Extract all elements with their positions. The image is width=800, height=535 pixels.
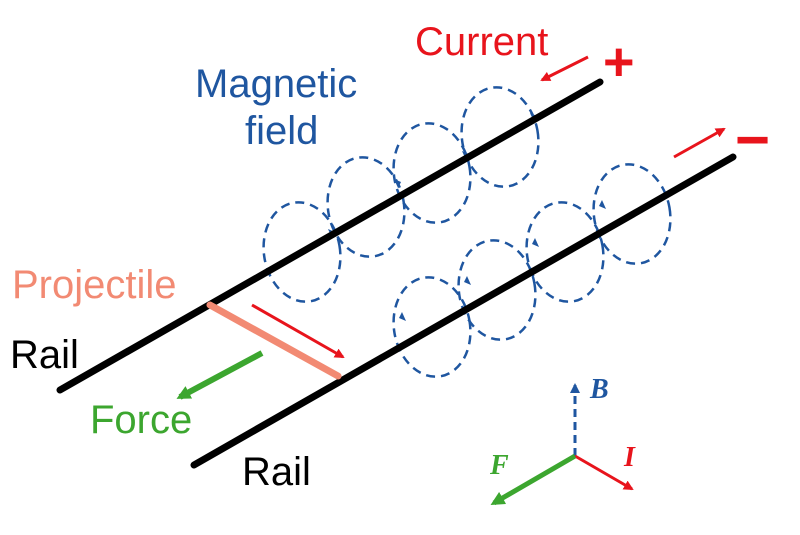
- axis-i-arrow: [574, 454, 634, 491]
- current-arrow-out: [673, 127, 726, 159]
- rail-top-label: Rail: [10, 333, 79, 377]
- current-arrow-in: [540, 55, 589, 82]
- field-loop: [592, 163, 672, 265]
- field-loop: [326, 156, 406, 258]
- axis-f-arrow: [490, 453, 577, 506]
- force-label: Force: [90, 398, 192, 442]
- axis-i-label: I: [623, 442, 636, 473]
- magnetic-field-label-line1: Magnetic: [195, 62, 357, 106]
- axis-triad: [490, 383, 634, 506]
- top-rail: [56, 78, 604, 394]
- field-arrowhead: [399, 312, 406, 321]
- bottom-rail: [190, 153, 737, 469]
- field-loop: [460, 86, 540, 188]
- magnetic-field-label-line2: field: [245, 109, 318, 153]
- rail-bottom-label: Rail: [242, 450, 311, 494]
- current-arrow-projectile: [251, 303, 345, 359]
- field-loop: [392, 122, 472, 224]
- current-label: Current: [415, 20, 548, 64]
- field-arrowhead: [464, 276, 471, 285]
- axis-b-label: B: [589, 374, 609, 405]
- field-loop: [457, 239, 537, 341]
- magnetic-field-loops-bottom: [392, 163, 672, 378]
- field-arrowhead: [599, 200, 606, 209]
- force-arrow: [176, 350, 264, 400]
- projectile-label: Projectile: [12, 263, 177, 307]
- plus-terminal-label: +: [603, 32, 635, 92]
- minus-terminal-label: −: [735, 106, 770, 173]
- field-arrowhead: [394, 179, 401, 188]
- field-arrowhead: [532, 238, 539, 247]
- projectile-bar: [206, 301, 342, 380]
- field-loop: [525, 201, 605, 303]
- field-loop: [262, 201, 342, 303]
- axis-f-label: F: [489, 450, 509, 481]
